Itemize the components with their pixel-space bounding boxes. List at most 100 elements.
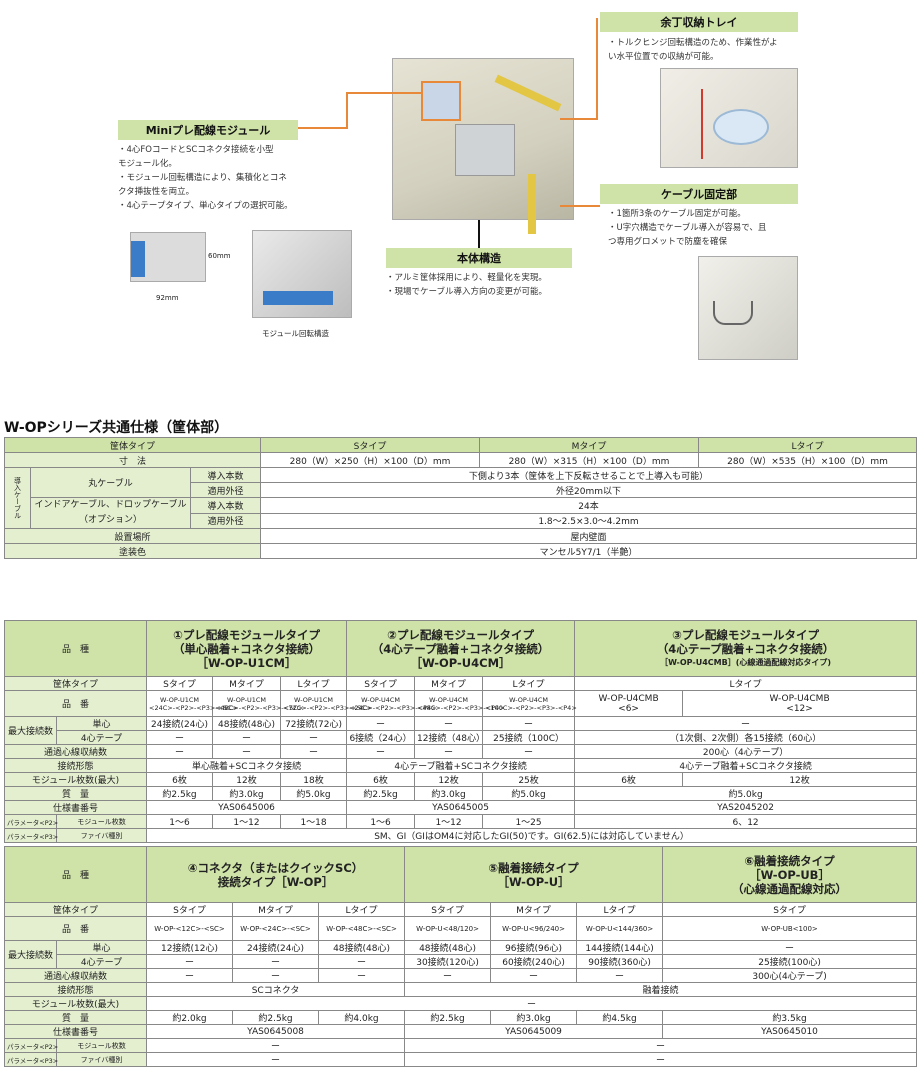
mod-val: 6枚 xyxy=(346,772,416,787)
form-val: 4心テープ融着+SCコネクタ接続 xyxy=(346,758,576,773)
part-cell: W-OP-U<96/240> xyxy=(490,916,578,941)
part-b: <48C>-<P2>-<P3>-<SC> xyxy=(215,703,304,712)
tape-val: 12接続（48心） xyxy=(414,730,485,745)
form-val: SCコネクタ xyxy=(146,982,406,997)
mass-val: 約4.0kg xyxy=(318,1010,406,1025)
row-type: 筐体タイプ xyxy=(3,902,148,917)
spec-val: YAS2045202 xyxy=(574,800,917,815)
row-part: 品 番 xyxy=(3,690,148,717)
mass-val: 約3.0kg xyxy=(212,786,282,801)
drop-cable: インドアケーブル、ドロップケーブル xyxy=(34,500,187,510)
mod-val: 12枚 xyxy=(682,772,917,787)
callout-title: Miniプレ配線モジュール xyxy=(118,120,298,140)
mass-label: 質 量 xyxy=(3,1010,148,1025)
od-label: 適用外径 xyxy=(190,512,261,529)
p2-val: ー xyxy=(404,1038,917,1053)
dim-m: 280（W）×315（H）×100（D）mm xyxy=(479,452,699,468)
tape-val: 25接続（100C） xyxy=(482,730,576,745)
single-val: ー xyxy=(414,716,484,731)
t4-line: ④コネクタ（またはクイックSC） xyxy=(187,860,364,875)
main-enclosure-photo xyxy=(392,58,574,234)
callout-line: ・4心テープタイプ、単心タイプの選択可能。 xyxy=(118,201,293,211)
rotate-arrow-icon xyxy=(701,89,709,159)
single-val: 48接続(48心) xyxy=(404,940,492,955)
round-cable: 丸ケーブル xyxy=(30,467,191,498)
p3-val: ー xyxy=(146,1052,406,1067)
part-b: <72C>-<P2>-<P3>-<SC> xyxy=(283,703,372,712)
mod-val: 12枚 xyxy=(414,772,484,787)
t1-line: （単心融着+コネクタ接続） xyxy=(172,641,321,656)
tray-block xyxy=(455,124,515,176)
single-val: ー xyxy=(482,716,576,731)
color: マンセル5Y7/1（半艶） xyxy=(260,543,917,559)
tape-val: （1次側、2次側）各15接続（60心） xyxy=(574,730,917,745)
part-cell: W-OP-U<144/360> xyxy=(576,916,664,941)
od-label: 適用外径 xyxy=(190,482,261,498)
module-block xyxy=(421,81,461,121)
callout-body: 本体構造 ・アルミ筐体採用により、軽量化を実現。 ・現場でケーブル導入方向の変更… xyxy=(386,248,572,299)
p2-sub: モジュール枚数 xyxy=(55,1038,148,1053)
part-cell: W-OP-UB<100> xyxy=(662,916,917,941)
count-label: 導入本数 xyxy=(190,497,261,514)
pass-val: ー xyxy=(212,744,282,759)
callout-tray: 余丁収納トレイ ・トルクヒンジ回転構造のため、作業性がよ い水平位置での収納が可… xyxy=(600,12,798,64)
callout-line: ・アルミ筐体採用により、軽量化を実現。 xyxy=(386,273,547,283)
pass-val: ー xyxy=(404,968,492,983)
type-cell: Lタイプ xyxy=(318,902,406,917)
cable-fix-photo xyxy=(698,256,798,360)
part-a: W-OP-U1CM xyxy=(160,695,199,704)
mass-val: 約4.5kg xyxy=(576,1010,664,1025)
hinshu: 品 種 xyxy=(3,620,148,677)
tape-val: 25接続(100心) xyxy=(662,954,917,969)
tape-val: 30接続(120心) xyxy=(404,954,492,969)
spec1-title: W-OPシリーズ共通仕様（筐体部） xyxy=(4,420,229,436)
pass-val: ー xyxy=(490,968,578,983)
tape-val: ー xyxy=(280,730,348,745)
rotate-caption: モジュール回転構造 xyxy=(262,329,329,338)
p3-sub: ファイバ種別 xyxy=(55,1052,148,1067)
p2-val: ー xyxy=(146,1038,406,1053)
tape-label: 4心テープ xyxy=(55,954,148,969)
tape-val: ー xyxy=(232,954,320,969)
spec-val: YAS0645010 xyxy=(662,1024,917,1039)
drop-count: 24本 xyxy=(260,497,917,514)
t5-line: ⑤融着接続タイプ xyxy=(488,860,579,875)
leader-line xyxy=(560,118,598,120)
leader-line xyxy=(346,92,348,128)
part-a: W-OP-U4CM xyxy=(429,695,469,704)
t3-line: （4心テープ融着+コネクタ接続） xyxy=(656,641,835,656)
t3-line: ③プレ配線モジュールタイプ xyxy=(672,627,820,642)
head-s: Sタイプ xyxy=(260,437,480,453)
part-b: <12> xyxy=(786,703,813,714)
leader-line xyxy=(296,127,348,129)
drop-od: 1.8～2.5×3.0～4.2mm xyxy=(260,512,917,529)
p2-val: 1～12 xyxy=(212,814,282,829)
mass-val: 約2.0kg xyxy=(146,1010,234,1025)
part-b: <24C>-<P2>-<P3>-<P4> xyxy=(349,703,437,712)
part-a: W-OP-U4CM xyxy=(509,695,549,704)
dim-label: 寸 法 xyxy=(4,452,261,468)
pass-val: ー xyxy=(318,968,406,983)
t1-line: ①プレ配線モジュールタイプ xyxy=(173,627,320,642)
dim-l: 280（W）×535（H）×100（D）mm xyxy=(698,452,917,468)
spec-label: 仕様書番号 xyxy=(3,1024,148,1039)
t3-line: ［W-OP-U4CMB］(心線通過配線対応タイプ) xyxy=(660,657,832,667)
round-count: 下側より3本（筐体を上下反転させることで上導入も可能） xyxy=(260,467,917,483)
leader-line xyxy=(596,18,598,118)
mod-val: 18枚 xyxy=(280,772,348,787)
max-label: 最大接続数 xyxy=(4,716,57,745)
part-b: <100C>-<P2>-<P3>-<P4> xyxy=(485,703,577,712)
type-cell: Mタイプ xyxy=(212,676,282,691)
pass-val: ー xyxy=(146,968,234,983)
callout-line: ・モジュール回転構造により、集積化とコネ xyxy=(118,173,287,183)
mod-val: 6枚 xyxy=(146,772,214,787)
pass-val: ー xyxy=(482,744,576,759)
single-label: 単心 xyxy=(55,716,148,731)
mod-label: モジュール枚数(最大) xyxy=(3,996,148,1011)
spec-val: YAS0645008 xyxy=(146,1024,406,1039)
row-type: 筐体タイプ xyxy=(3,676,148,691)
type-cell: Sタイプ xyxy=(146,902,234,917)
leader-line xyxy=(346,92,422,94)
head-m: Mタイプ xyxy=(479,437,699,453)
pass-val: ー xyxy=(346,744,416,759)
